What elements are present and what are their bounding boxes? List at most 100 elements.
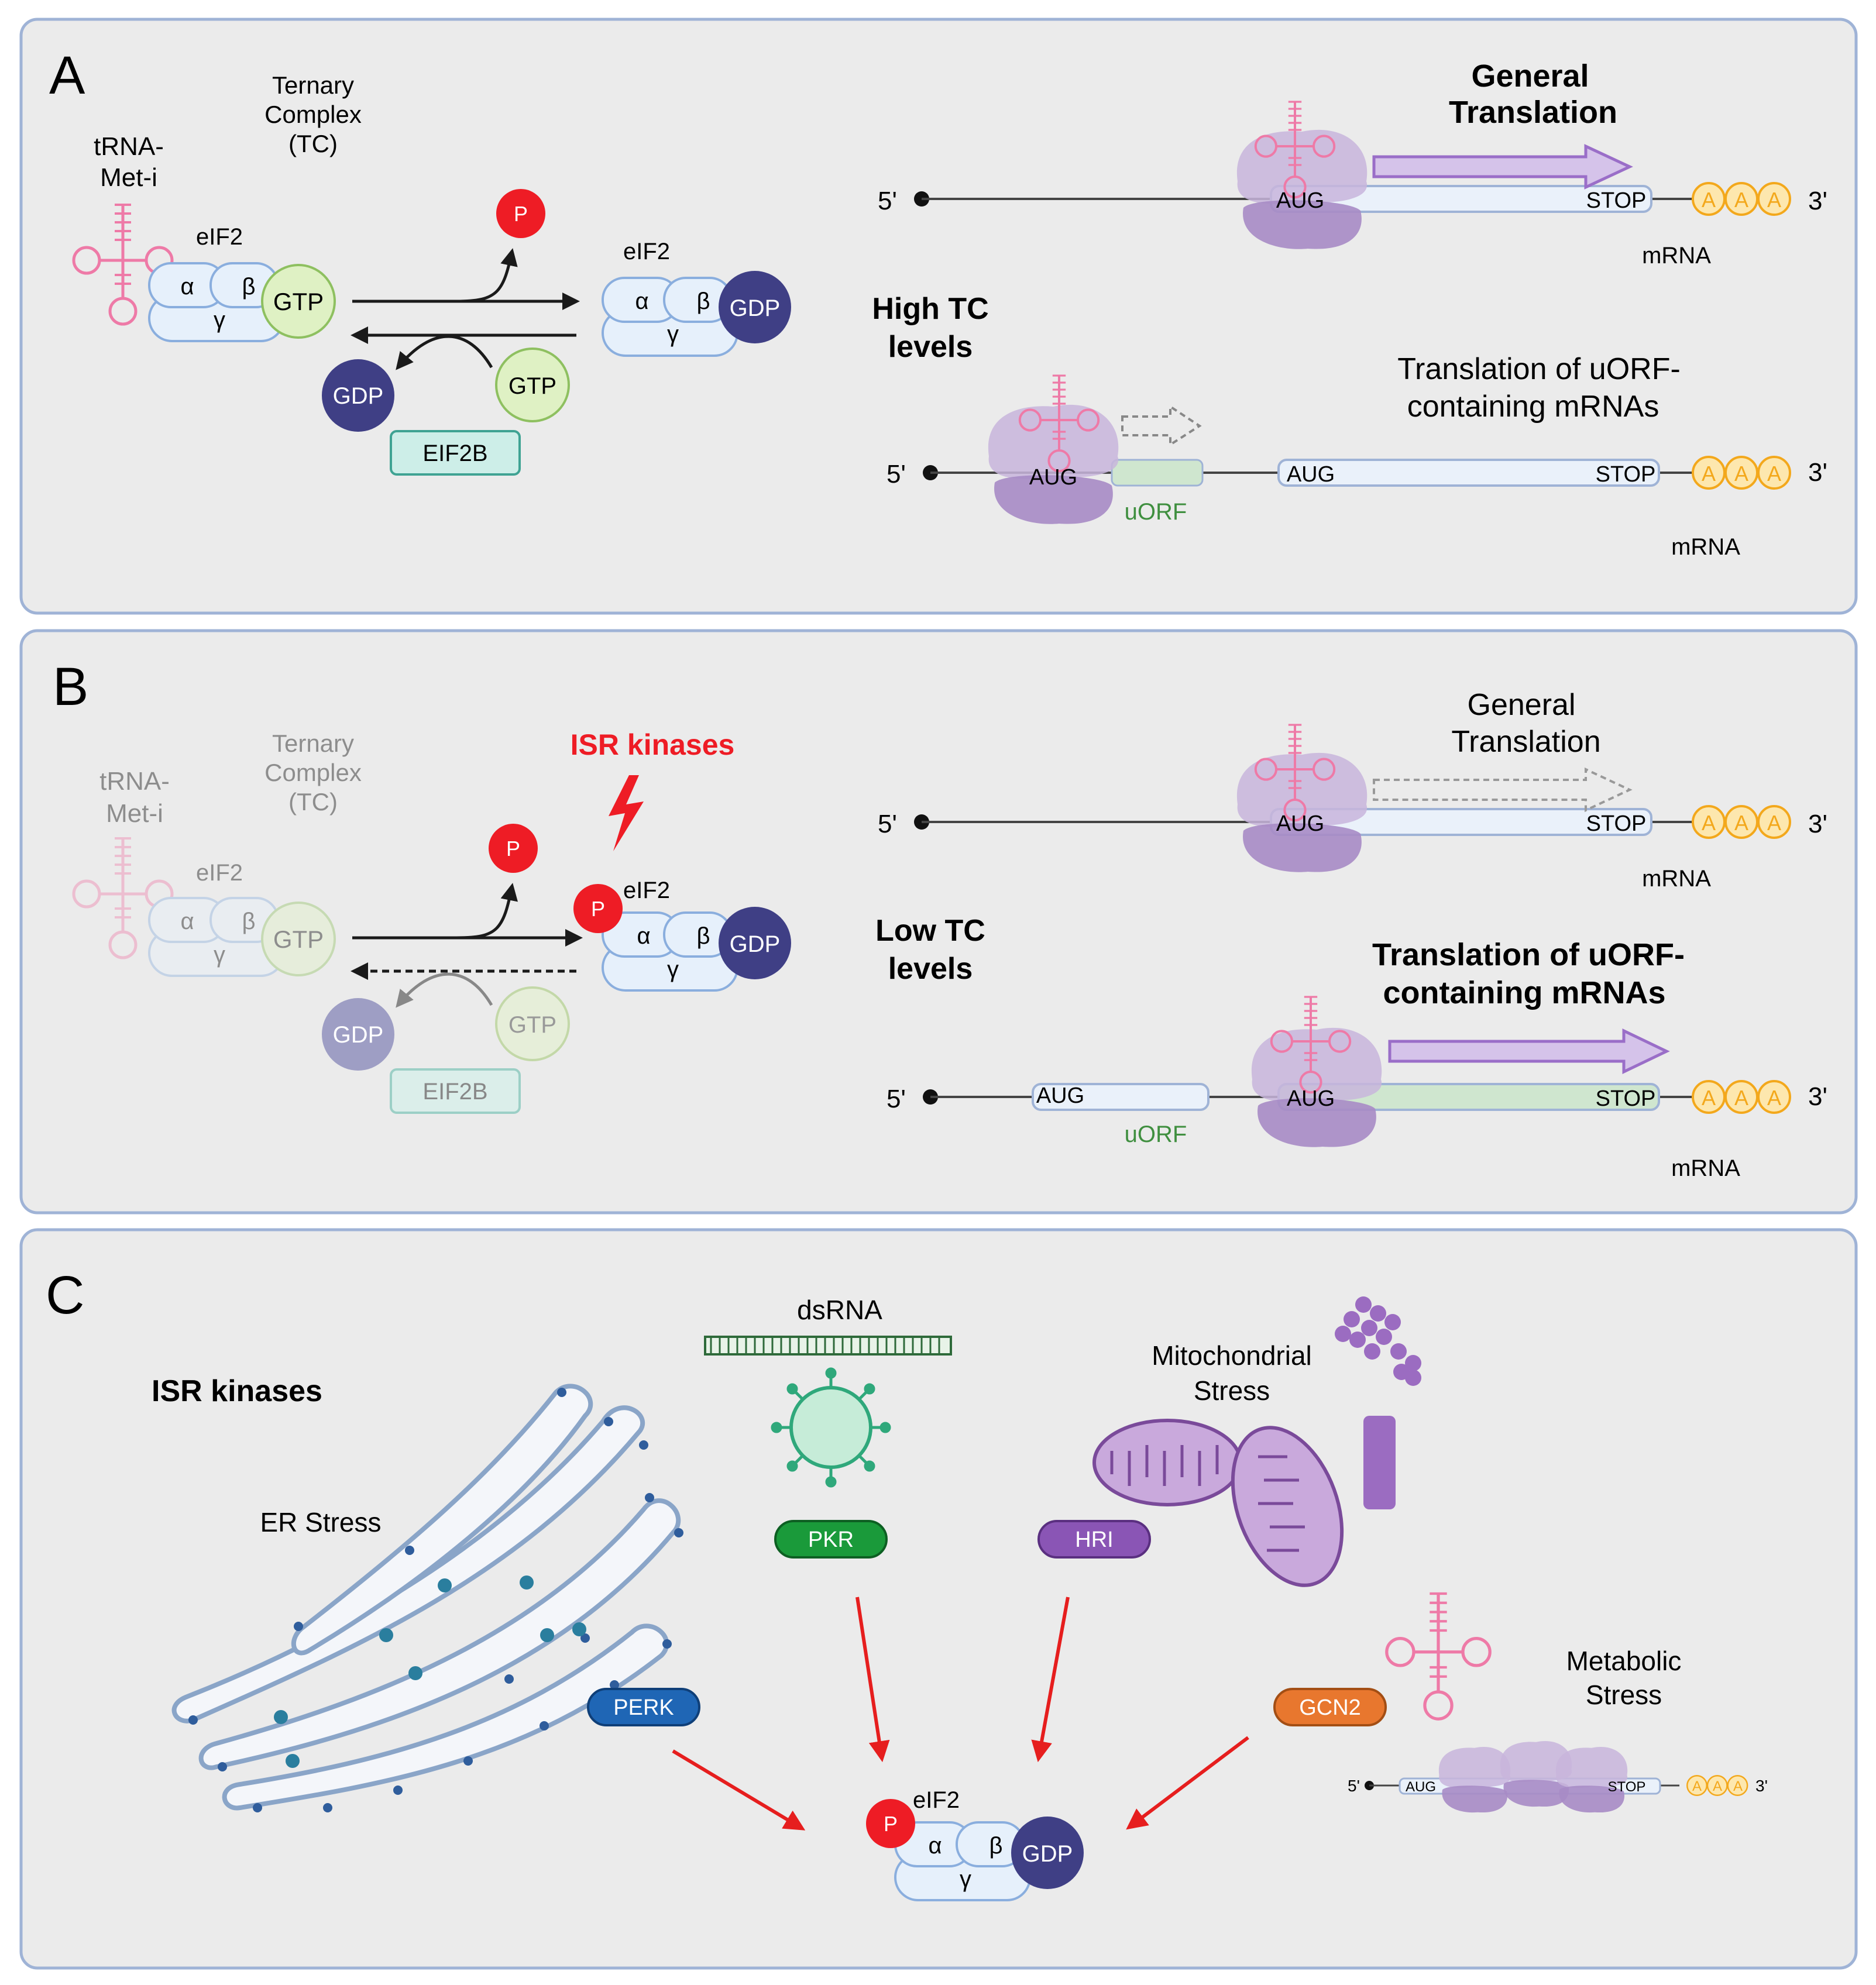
gdp-circle <box>719 907 791 979</box>
polya-a3: A <box>1767 811 1781 835</box>
tc-label-line3: (TC) <box>288 788 338 816</box>
pkr-pill <box>774 1520 888 1559</box>
tc-label-line2: Complex <box>264 759 362 786</box>
phosphate-circle <box>489 824 538 873</box>
five-prime-label: 5' <box>878 810 897 838</box>
virus-icon <box>771 1367 891 1488</box>
polya-a2: A <box>1713 1778 1722 1794</box>
lightning-icon <box>609 775 644 851</box>
proteasome-icon <box>1363 1416 1396 1509</box>
eif2b-box <box>390 1068 521 1114</box>
gtp-circle-incoming <box>495 348 570 422</box>
polya-a3: A <box>1767 462 1781 486</box>
gtp-exchange-arrow <box>396 335 493 370</box>
eif2b-box <box>390 430 521 476</box>
polya-a1: A <box>1702 188 1716 212</box>
beta-label: β <box>696 923 710 949</box>
isr-kinases-label-c: ISR kinases <box>152 1374 322 1408</box>
mrna-label: mRNA <box>1642 243 1711 269</box>
alpha-label: α <box>637 923 650 949</box>
translation-arrow <box>1388 1028 1670 1074</box>
eif2-complex-phospho-c: α β γ GDP P <box>866 1799 1084 1901</box>
beta-label: β <box>989 1833 1002 1859</box>
gdp-circle <box>1011 1817 1084 1889</box>
general-translation-line1: General <box>1468 688 1576 722</box>
gdp-label-released: GDP <box>333 1022 384 1048</box>
metabolic-stress-line1: Metabolic <box>1566 1646 1682 1676</box>
phosphate-label: P <box>514 202 528 226</box>
trna-label-line2: Met-i <box>106 799 163 828</box>
panel-b: B Ternary Complex (TC) tRNA- Met-i eIF2 … <box>19 629 1858 1215</box>
eif2b-label: EIF2B <box>422 441 487 466</box>
perk-pill <box>587 1688 700 1726</box>
five-prime-label: 5' <box>1348 1777 1360 1795</box>
gamma-label: γ <box>667 321 679 347</box>
aug-label: AUG <box>1406 1779 1436 1795</box>
dsrna-icon <box>704 1336 952 1356</box>
three-prime-label: 3' <box>1808 1082 1827 1111</box>
perk-arrow <box>672 1749 806 1831</box>
three-prime-label: 3' <box>1755 1777 1768 1795</box>
polya-a2: A <box>1734 811 1748 835</box>
stop-label: STOP <box>1586 811 1647 836</box>
five-prime-label: 5' <box>887 460 906 488</box>
isr-kinases-label-b: ISR kinases <box>571 728 735 761</box>
pkr-label: PKR <box>808 1528 854 1552</box>
beta-label: β <box>242 274 255 300</box>
trna-label-line1: tRNA- <box>94 132 164 161</box>
pkr-arrow <box>855 1597 890 1763</box>
mrna-label: mRNA <box>1671 534 1740 560</box>
panel-a-letter: A <box>49 46 85 105</box>
p-release-arrow <box>456 883 518 940</box>
aug-uorf-label: AUG <box>1036 1083 1084 1108</box>
mitochondria-icon <box>1092 1419 1344 1587</box>
gtp-label-incoming: GTP <box>508 1012 556 1038</box>
eif2-complex-left: α β γ GTP <box>148 262 336 342</box>
polya-a2: A <box>1734 1086 1748 1110</box>
hri-label: HRI <box>1075 1528 1113 1552</box>
three-prime-label: 3' <box>1808 810 1827 838</box>
eif2-complex-right: α β γ GDP <box>602 271 791 357</box>
alpha-label: α <box>635 288 648 314</box>
panel-b-background <box>19 629 1858 1215</box>
gdp-label-released: GDP <box>333 383 384 409</box>
panel-a: A Ternary Complex (TC) tRNA- Met-i eIF2 … <box>19 18 1858 615</box>
five-prime-label: 5' <box>887 1085 906 1113</box>
dashed-arrow-uorf <box>1121 404 1202 447</box>
gamma-label: γ <box>214 307 225 333</box>
eif2-left-label: eIF2 <box>196 860 243 886</box>
tc-state-line1: High TC <box>872 292 988 326</box>
metabolic-stress-line2: Stress <box>1586 1680 1662 1710</box>
mito-stress-line1: Mitochondrial <box>1152 1340 1312 1371</box>
protein-clusters <box>274 1575 586 1768</box>
eif2b-label: EIF2B <box>422 1079 487 1105</box>
phosphate-label-bound: P <box>591 897 605 921</box>
polya-a3: A <box>1733 1778 1743 1794</box>
alpha-label: α <box>180 274 194 300</box>
tc-state-line2: levels <box>888 330 973 364</box>
polya-a1: A <box>1702 811 1716 835</box>
eif2-right-label: eIF2 <box>623 878 670 903</box>
general-translation-line2: Translation <box>1449 95 1617 130</box>
mrna-label: mRNA <box>1642 866 1711 892</box>
p-release-arrow <box>456 248 518 303</box>
dsrna-label: dsRNA <box>797 1295 882 1325</box>
eif2-left-label: eIF2 <box>196 224 243 250</box>
tc-state-line2: levels <box>888 952 973 986</box>
perk-label: PERK <box>613 1695 674 1720</box>
aug-main-label: AUG <box>1287 462 1335 487</box>
gdp-circle-released <box>322 359 394 432</box>
alpha-label: α <box>928 1833 942 1859</box>
gtp-label-incoming: GTP <box>508 373 556 399</box>
tc-state-line1: Low TC <box>875 914 985 948</box>
gamma-label: γ <box>214 942 225 968</box>
polya-a1: A <box>1692 1778 1702 1794</box>
five-prime-label: 5' <box>878 187 897 215</box>
mrna-metabolic: 5' AUG STOP A A A 3' <box>1348 1741 1768 1813</box>
uorf-translation-line2: containing mRNAs <box>1407 390 1659 424</box>
stop-label: STOP <box>1596 462 1656 487</box>
panel-c-letter: C <box>46 1265 84 1325</box>
gdp-circle-released <box>322 998 394 1071</box>
polya-a3: A <box>1767 188 1781 212</box>
gtp-circle-incoming <box>495 986 570 1061</box>
